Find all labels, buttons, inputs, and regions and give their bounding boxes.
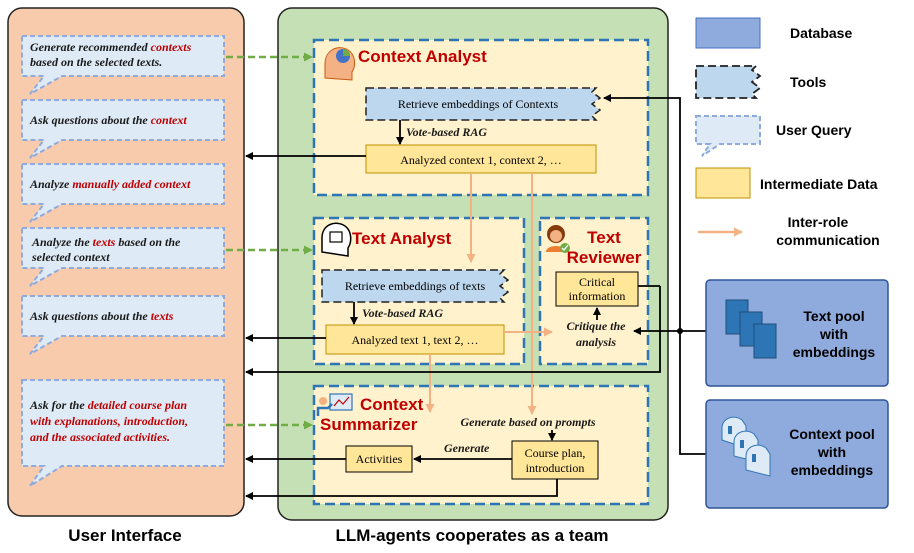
- query-5-part-1: Ask questions about the: [29, 309, 151, 323]
- legend-database-swatch: [695, 17, 761, 49]
- context-tool-box[interactable]: [365, 87, 602, 121]
- user-interface-label: User Interface: [68, 526, 181, 545]
- context-summarizer-title-line-1: Context: [360, 395, 424, 414]
- context-pool-box[interactable]: [705, 399, 889, 509]
- query-bubble-4[interactable]: Analyze the texts based on the selected …: [21, 227, 225, 287]
- query-bubble-5[interactable]: Ask questions about the texts: [21, 295, 225, 355]
- query-bubble-6[interactable]: Ask for the detailed course plan with ex…: [21, 379, 225, 487]
- svg-text:Ask questions about the texts: Ask questions about the texts: [29, 309, 174, 323]
- context-pool-line-2: with: [817, 444, 846, 460]
- critique-line-2: analysis: [576, 335, 616, 349]
- critical-info-line-1: Critical: [579, 275, 616, 289]
- text-pool-box[interactable]: [705, 279, 889, 387]
- team-label: LLM-agents cooperates as a team: [335, 526, 608, 545]
- legend-query-label: User Query: [776, 122, 852, 138]
- svg-text:Ask for the detailed course pl: Ask for the detailed course plan: [29, 398, 187, 412]
- legend-intermediate-swatch: [695, 167, 751, 199]
- svg-text:Analyze manually added context: Analyze manually added context: [29, 177, 191, 191]
- svg-text:Generate recommended contexts: Generate recommended contexts: [30, 40, 192, 54]
- activities-label: Activities: [356, 452, 403, 466]
- course-plan-line-1: Course plan,: [525, 446, 586, 460]
- generate-label: Generate: [444, 441, 490, 455]
- query-4-part-1: Analyze the: [31, 235, 93, 249]
- query-2-part-1: Ask questions about the: [29, 113, 151, 127]
- query-5-highlight: texts: [151, 309, 174, 323]
- svg-text:Ask questions about the contex: Ask questions about the context: [29, 113, 187, 127]
- junction-dot: [677, 328, 683, 334]
- context-pool-line-1: Context pool: [789, 426, 875, 442]
- context-output-label: Analyzed context 1, context 2, …: [400, 153, 562, 167]
- arrow-reviewer-to-ui: [245, 286, 661, 376]
- text-output-label: Analyzed text 1, text 2, …: [352, 333, 479, 347]
- text-pool-line-1: Text pool: [803, 308, 864, 324]
- query-1-part-1: Generate recommended: [30, 40, 151, 54]
- text-reviewer-title-line-1: Text: [587, 228, 621, 247]
- arrow-course-plan-to-ui: [245, 479, 558, 500]
- context-pool-line-3: embeddings: [791, 462, 874, 478]
- analyst-head-icon: [324, 47, 356, 81]
- presenter-icon: [316, 393, 353, 416]
- critical-info-box[interactable]: [555, 271, 639, 307]
- legend-database-label: Database: [790, 25, 852, 41]
- query-6-highlight: detailed course plan: [88, 398, 188, 412]
- text-pool-line-3: embeddings: [793, 344, 876, 360]
- svg-text:Analyze the texts based on the: Analyze the texts based on the: [31, 235, 181, 249]
- legend-comm-line-2: communication: [776, 232, 879, 248]
- query-3-part-1: Analyze: [29, 177, 72, 191]
- query-4-part-3: based on the: [115, 235, 181, 249]
- context-summarizer-title-line-2: Summarizer: [320, 415, 418, 434]
- course-plan-box[interactable]: [511, 440, 599, 480]
- text-output-box[interactable]: [325, 324, 505, 355]
- books-icon: [725, 299, 777, 359]
- line-context-pool: [679, 331, 706, 455]
- text-analyst-title: Text Analyst: [352, 229, 452, 248]
- context-tool-label: Retrieve embeddings of Contexts: [398, 97, 559, 111]
- legend-comm-line-1: Inter-role: [788, 214, 849, 230]
- query-4-highlight: texts: [93, 235, 116, 249]
- query-bubble-2[interactable]: Ask questions about the context: [21, 99, 225, 159]
- context-method-label: Vote-based RAG: [406, 125, 487, 139]
- context-analyst-title: Context Analyst: [358, 47, 487, 66]
- text-method-label: Vote-based RAG: [362, 306, 443, 320]
- course-plan-line-2: introduction: [526, 461, 585, 475]
- critique-line-1: Critique the: [566, 319, 626, 333]
- query-3-highlight: manually added context: [72, 177, 191, 191]
- query-1-line-2: based on the selected texts.: [30, 55, 162, 69]
- text-reviewer-title-line-2: Reviewer: [567, 248, 642, 267]
- legend-intermediate-label: Intermediate Data: [760, 176, 878, 192]
- context-output-box[interactable]: [365, 144, 597, 174]
- reviewer-avatar-icon: [546, 225, 570, 253]
- arrow-context-pool-to-tool: [603, 94, 706, 332]
- activities-box[interactable]: [345, 445, 413, 473]
- query-6-part-1: Ask for the: [29, 398, 88, 412]
- legend-query-swatch: [695, 115, 761, 157]
- generate-prompts-label: Generate based on prompts: [461, 415, 596, 429]
- text-tool-box[interactable]: [321, 269, 510, 303]
- legend-tools-label: Tools: [790, 74, 827, 90]
- query-2-highlight: context: [151, 113, 188, 127]
- query-bubble-1[interactable]: Generate recommended contexts based on t…: [21, 35, 225, 95]
- query-6-line-3: and the associated activities.: [30, 430, 170, 444]
- query-6-line-2: with explanations, introduction,: [30, 414, 188, 428]
- query-1-highlight: contexts: [151, 40, 192, 54]
- critical-info-line-2: information: [569, 289, 626, 303]
- query-bubble-3[interactable]: Analyze manually added context: [21, 163, 225, 223]
- query-4-line-2: selected context: [31, 250, 110, 264]
- text-pool-line-2: with: [819, 326, 848, 342]
- text-tool-label: Retrieve embeddings of texts: [345, 279, 486, 293]
- text-analyst-head-icon: [321, 222, 352, 257]
- legend-tools-swatch: [695, 65, 762, 99]
- city-heads-icon: [721, 416, 771, 477]
